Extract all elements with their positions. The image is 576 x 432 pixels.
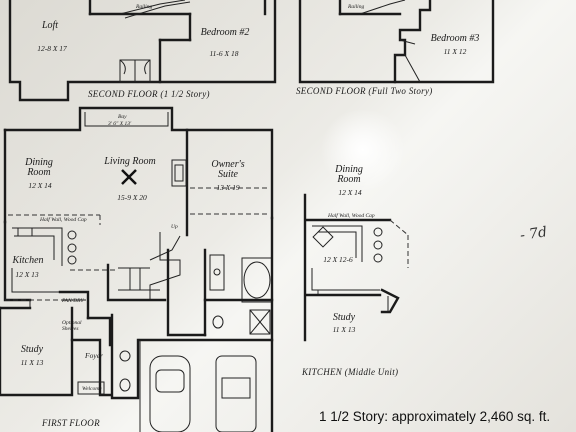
bay-label: Bay <box>118 114 127 120</box>
second-floor-half-caption: SECOND FLOOR (1 1/2 Story) <box>88 89 210 99</box>
loft-label: Loft <box>41 20 59 31</box>
stair-up-label: Up <box>171 224 178 230</box>
loft-dims: 12-8 X 17 <box>37 44 67 53</box>
kitchen-label: Kitchen <box>12 255 44 266</box>
bedroom3-label: Bedroom #3 <box>430 33 480 44</box>
bedroom3-dims: 11 X 12 <box>443 47 467 56</box>
pantry-label: PAN/DRY <box>62 298 84 304</box>
study-label: Study <box>20 344 44 355</box>
dining-dims: 12 X 14 <box>28 181 52 190</box>
dining-label: Dining Room <box>25 157 53 178</box>
mid-dining-dims: 12 X 14 <box>338 188 362 197</box>
owners-suite-dims: 13 X 19 <box>216 183 240 192</box>
kitchen-middle-caption: KITCHEN (Middle Unit) <box>302 367 399 377</box>
second-floor-full-caption: SECOND FLOOR (Full Two Story) <box>296 86 433 96</box>
closet-label: Optional Shelves <box>62 320 82 332</box>
half-wall-label: Half Wall, Wood Cap <box>40 217 87 223</box>
mid-study-label: Study <box>332 312 356 323</box>
first-floor-caption: FIRST FLOOR <box>42 418 100 428</box>
mid-dining-label: Dining Room <box>335 164 363 185</box>
railing-label-2: Railing <box>348 4 365 10</box>
square-footage-line: 1 1/2 Story: approximately 2,460 sq. ft. <box>319 409 551 424</box>
owners-suite-label: Owner's Suite <box>211 159 245 180</box>
railing-label-1: Railing <box>136 4 153 10</box>
living-dims: 15-9 X 20 <box>117 193 147 202</box>
mid-kitchen-dims: 12 X 12-6 <box>323 255 353 264</box>
foyer-label: Foyer <box>85 351 103 360</box>
welcome-mat-label: Welcome <box>82 386 102 392</box>
living-label: Living Room <box>104 156 156 167</box>
bedroom2-dims: 11-6 X 18 <box>209 49 239 58</box>
study-dims: 11 X 13 <box>20 358 44 367</box>
bay-dims: 3' 6" X 13' <box>108 121 132 127</box>
kitchen-middle-unit-plan <box>303 193 409 342</box>
second-floor-half-plan <box>8 0 277 102</box>
mid-study-dims: 11 X 13 <box>332 325 356 334</box>
kitchen-dims: 12 X 13 <box>15 270 39 279</box>
photo-glare <box>318 110 408 190</box>
mid-half-wall-label: Half Wall, Wood Cap <box>328 213 375 219</box>
second-floor-full-plan <box>298 0 495 84</box>
first-floor-plan <box>0 106 274 432</box>
bedroom2-label: Bedroom #2 <box>200 27 250 38</box>
